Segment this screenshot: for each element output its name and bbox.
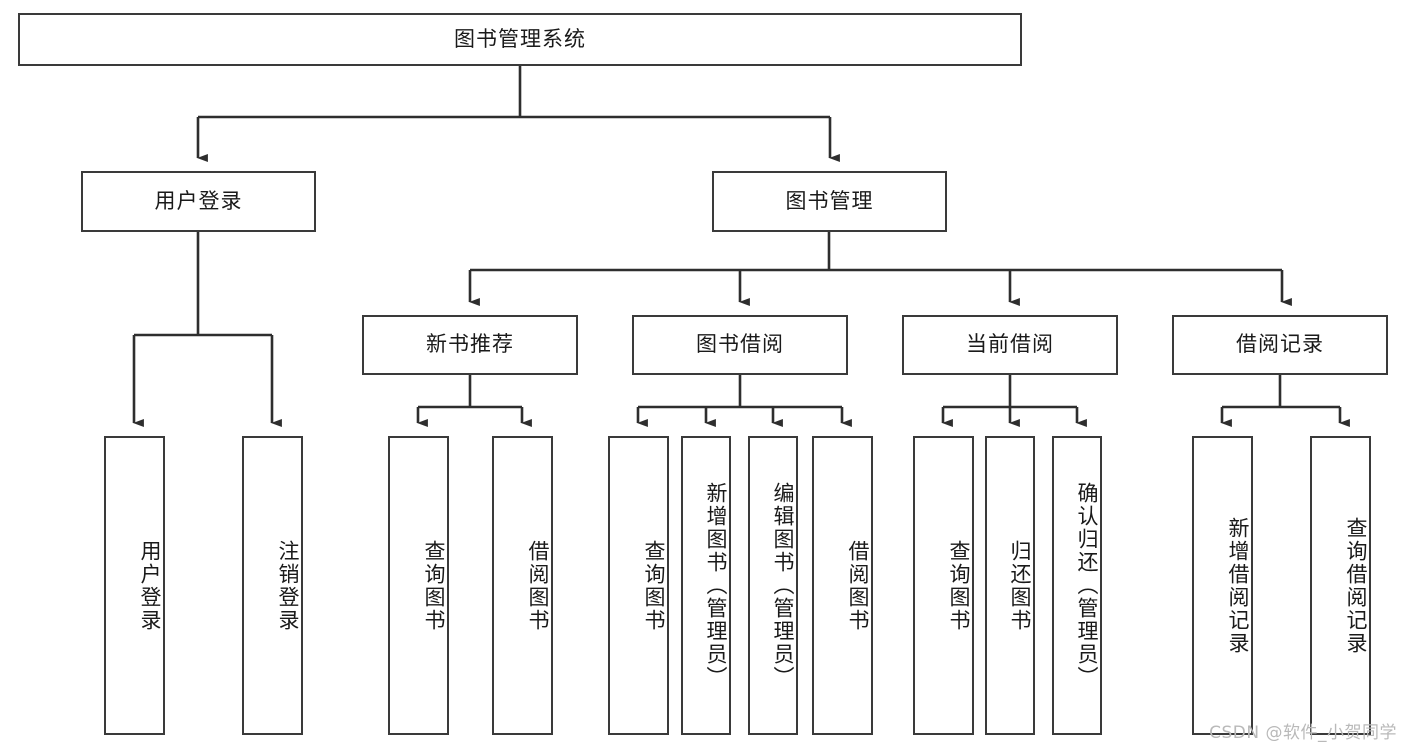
leaf-logout[interactable]: 注销登录 bbox=[242, 436, 303, 735]
leaf-confirm-return-label: 确认归还（管理员） bbox=[1075, 482, 1099, 689]
leaf-add-book-label: 新增图书（管理员） bbox=[704, 482, 728, 689]
leaf-query-book-2-label: 查询图书 bbox=[642, 539, 666, 632]
leaf-return-book[interactable]: 归还图书 bbox=[985, 436, 1035, 735]
node-root[interactable]: 图书管理系统 bbox=[18, 13, 1022, 66]
node-book-manage[interactable]: 图书管理 bbox=[712, 171, 947, 232]
node-borrow-record[interactable]: 借阅记录 bbox=[1172, 315, 1388, 375]
leaf-query-book-3-label: 查询图书 bbox=[947, 539, 971, 632]
node-book-borrow-label: 图书借阅 bbox=[696, 332, 784, 357]
leaf-query-book-2[interactable]: 查询图书 bbox=[608, 436, 669, 735]
leaf-query-book-3[interactable]: 查询图书 bbox=[913, 436, 974, 735]
node-new-book-rec[interactable]: 新书推荐 bbox=[362, 315, 578, 375]
node-user-login[interactable]: 用户登录 bbox=[81, 171, 316, 232]
leaf-borrow-book-2-label: 借阅图书 bbox=[846, 539, 870, 632]
leaf-edit-book[interactable]: 编辑图书（管理员） bbox=[748, 436, 798, 735]
node-user-login-label: 用户登录 bbox=[154, 188, 243, 213]
leaf-add-book[interactable]: 新增图书（管理员） bbox=[681, 436, 731, 735]
leaf-user-login-label: 用户登录 bbox=[138, 539, 162, 632]
leaf-borrow-book-1-label: 借阅图书 bbox=[526, 539, 550, 632]
leaf-query-book-1-label: 查询图书 bbox=[422, 539, 446, 632]
node-book-borrow[interactable]: 图书借阅 bbox=[632, 315, 848, 375]
leaf-query-record-label: 查询借阅记录 bbox=[1344, 516, 1368, 655]
leaf-edit-book-label: 编辑图书（管理员） bbox=[771, 482, 795, 689]
node-current-borrow[interactable]: 当前借阅 bbox=[902, 315, 1118, 375]
leaf-borrow-book-2[interactable]: 借阅图书 bbox=[812, 436, 873, 735]
csdn-watermark: CSDN @软件_小贺同学 bbox=[1209, 723, 1397, 743]
node-book-manage-label: 图书管理 bbox=[785, 188, 874, 213]
leaf-add-record[interactable]: 新增借阅记录 bbox=[1192, 436, 1253, 735]
node-root-label: 图书管理系统 bbox=[454, 26, 586, 51]
leaf-return-book-label: 归还图书 bbox=[1008, 539, 1032, 632]
leaf-confirm-return[interactable]: 确认归还（管理员） bbox=[1052, 436, 1102, 735]
leaf-user-login[interactable]: 用户登录 bbox=[104, 436, 165, 735]
node-current-borrow-label: 当前借阅 bbox=[966, 332, 1054, 357]
leaf-logout-label: 注销登录 bbox=[276, 539, 300, 632]
leaf-add-record-label: 新增借阅记录 bbox=[1226, 516, 1250, 655]
leaf-query-book-1[interactable]: 查询图书 bbox=[388, 436, 449, 735]
node-borrow-record-label: 借阅记录 bbox=[1236, 332, 1324, 357]
leaf-borrow-book-1[interactable]: 借阅图书 bbox=[492, 436, 553, 735]
node-new-book-rec-label: 新书推荐 bbox=[426, 332, 514, 357]
leaf-query-record[interactable]: 查询借阅记录 bbox=[1310, 436, 1371, 735]
